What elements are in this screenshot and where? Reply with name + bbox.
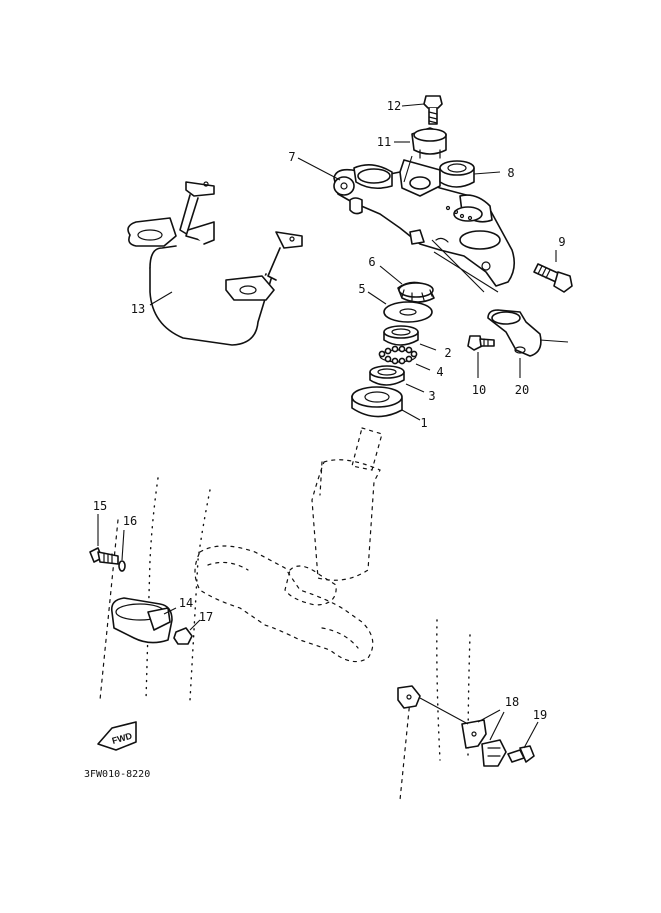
upper-holder: [411, 127, 447, 159]
callout-9: 9: [558, 235, 565, 249]
tapered-bearing: [351, 386, 403, 418]
cable-holder: [487, 309, 542, 357]
callout-10: 10: [472, 383, 486, 397]
leader-lines: [97, 103, 569, 749]
callout-17: 17: [199, 610, 213, 624]
callout-labels: 1 2 3 4 5 6 7 8 9 10 11 12 13 14 15 16 1…: [93, 99, 566, 722]
steering-stem: [284, 427, 383, 606]
bracket-bolt: [507, 745, 535, 763]
callout-15: 15: [93, 499, 107, 513]
upper-bracket: [333, 159, 516, 287]
hose-guide-bracket: [397, 685, 507, 767]
fork-clamp: [110, 597, 173, 644]
callout-16: 16: [123, 514, 137, 528]
callout-2: 2: [444, 346, 451, 360]
holder-bolt: [423, 95, 443, 125]
ball-bearing: [378, 345, 418, 365]
diagram-code: 3FW010-8220: [84, 769, 150, 780]
pinch-bolt: [533, 263, 573, 293]
callout-5: 5: [358, 282, 365, 296]
clamp-nut: [173, 627, 193, 645]
handlebar-guard: [127, 181, 303, 346]
callout-14: 14: [179, 596, 193, 610]
fork-tube-left: [99, 477, 211, 701]
washer: [383, 301, 433, 323]
holder-bolt-10: [467, 335, 495, 351]
fork-tube-right: [399, 619, 471, 801]
callout-3: 3: [428, 389, 435, 403]
callout-12: 12: [387, 99, 401, 113]
callout-18: 18: [505, 695, 519, 709]
lower-race: [369, 365, 405, 386]
callout-6: 6: [368, 255, 375, 269]
clamp-bolt: [89, 547, 119, 565]
callout-1: 1: [420, 416, 427, 430]
callout-20: 20: [515, 383, 529, 397]
callout-11: 11: [377, 135, 391, 149]
ring-nut: [397, 281, 435, 303]
callout-13: 13: [131, 302, 145, 316]
callout-8: 8: [507, 166, 514, 180]
callout-4: 4: [436, 365, 443, 379]
fwd-arrow-icon: FWD: [97, 721, 137, 751]
lower-bracket: [194, 545, 374, 663]
upper-race: [383, 325, 419, 346]
callout-7: 7: [288, 150, 295, 164]
crown-nut: [439, 160, 475, 188]
callout-19: 19: [533, 708, 547, 722]
clamp-washer: [118, 560, 126, 572]
